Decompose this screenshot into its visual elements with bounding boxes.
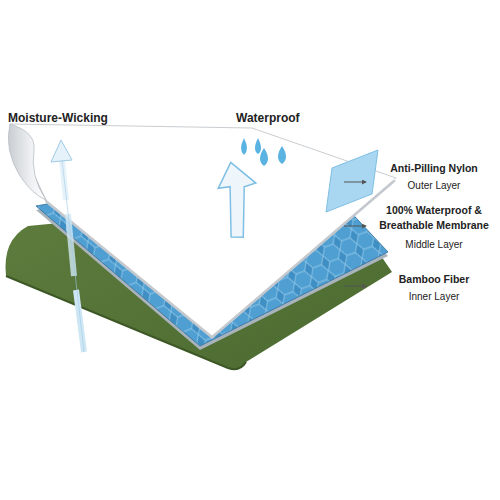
- water-patch: [326, 150, 378, 212]
- layer-position: Middle Layer: [372, 238, 496, 253]
- waterproof-arrow: [215, 159, 263, 240]
- feature-label: Moisture-Wicking: [8, 110, 138, 127]
- outer-layer: [8, 124, 396, 339]
- leader-lines: [344, 182, 366, 286]
- layer-name: Bamboo Fiber: [372, 272, 496, 287]
- layer-name: Anti-Pilling Nylon: [372, 161, 496, 176]
- nylon-sheet: [10, 124, 396, 336]
- leader-line: [344, 182, 366, 183]
- wicking-arrow: [51, 140, 84, 352]
- feature-label: Waterproof: [236, 110, 336, 127]
- layer-position: Outer Layer: [372, 179, 496, 194]
- sheet-curl: [8, 124, 46, 200]
- layer-name: 100% Waterproof & Breathable Membrane: [372, 203, 496, 233]
- leader-line: [344, 286, 366, 287]
- leader-line: [344, 226, 366, 227]
- layer-position: Inner Layer: [372, 290, 496, 305]
- water-drops: [241, 138, 286, 166]
